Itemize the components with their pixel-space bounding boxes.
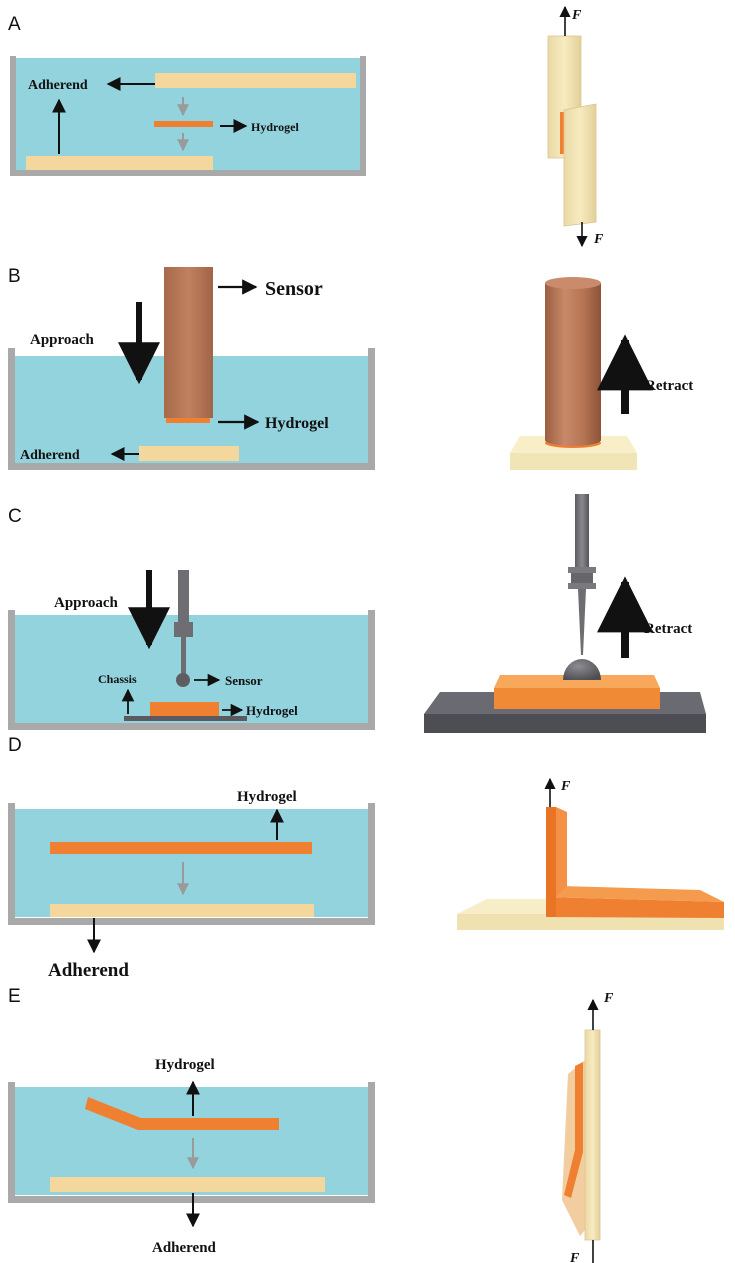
- panel-c: C Approach Chassis Sensor Hydrogel: [8, 494, 706, 733]
- probe-collar-3d-c: [571, 573, 593, 583]
- force-label-bottom-a: F: [593, 232, 604, 247]
- panel-a: A Adherend Hydrogel F F: [8, 5, 604, 248]
- adherend-label-d: Adherend: [48, 960, 129, 981]
- water-d: [14, 809, 369, 917]
- approach-label-c: Approach: [54, 595, 119, 611]
- panel-letter-d: D: [8, 735, 22, 756]
- force-label-bottom-e: F: [569, 1251, 580, 1263]
- hydrogel-bent-e: [85, 1097, 279, 1130]
- hydrogel-front-c: [494, 688, 660, 709]
- panel-e: E Hydrogel Adherend F F: [8, 986, 614, 1263]
- force-label-top-a: F: [571, 8, 582, 23]
- adherend-bottom-a: [26, 156, 213, 170]
- platform-front-c: [424, 714, 706, 733]
- probe-dome-c: [563, 659, 601, 680]
- adherend-top-a: [155, 73, 356, 88]
- hydrogel-3d-e: [564, 1062, 583, 1198]
- panel-b: B Sensor Approach Hydrogel Adherend Retr…: [8, 266, 693, 470]
- lap-shear-3d-a: F F: [547, 5, 604, 248]
- probe-ring1-c: [568, 567, 596, 573]
- hydrogel-top-c: [494, 675, 660, 688]
- hydrogel-strip-a: [154, 121, 213, 127]
- panel-letter-c: C: [8, 506, 22, 527]
- hydrogel-strip-d: [50, 842, 312, 854]
- hydrogel-label-c: Hydrogel: [246, 703, 298, 718]
- adherend-strip-3d-e: [584, 1029, 601, 1241]
- peel-3d-e: F F: [562, 991, 614, 1263]
- adherend-b: [139, 446, 239, 461]
- cylinder-body-b: [545, 283, 601, 446]
- probe-3d-c: Retract: [424, 494, 706, 733]
- probe-ball-c: [176, 673, 190, 687]
- adherend-label-b: Adherend: [20, 448, 80, 463]
- panel-letter-e: E: [8, 986, 21, 1007]
- probe-shaft-c: [178, 570, 189, 622]
- adherend-strip-d: [50, 904, 314, 917]
- probe-ring2-c: [568, 583, 596, 589]
- probe-needle-c: [578, 589, 586, 655]
- hydrogel-flat-front-d: [546, 897, 724, 918]
- cylinder-3d-b: Retract: [510, 277, 693, 470]
- hydrogel-flat-top-d: [546, 886, 724, 902]
- sensor-label-b: Sensor: [265, 278, 323, 300]
- probe-tip-c: [181, 637, 186, 677]
- hydrogel-tip-b: [166, 418, 210, 423]
- approach-label-b: Approach: [30, 332, 95, 348]
- probe-shaft-3d-c: [575, 494, 589, 567]
- adherend-label-a: Adherend: [28, 78, 88, 93]
- retract-label-c: Retract: [644, 621, 692, 637]
- hydrogel-vertical-side-d: [556, 807, 567, 897]
- hydrogel-label-b: Hydrogel: [265, 415, 329, 432]
- hydrogel-3d-a: [560, 112, 564, 154]
- force-label-top-e: F: [603, 991, 614, 1006]
- hydrogel-vertical-front-d: [546, 807, 556, 917]
- sensor-rod-b: [164, 267, 213, 418]
- peel-90-3d-d: F: [457, 777, 724, 930]
- hydrogel-block-c: [150, 702, 219, 716]
- tank-d: [8, 803, 375, 925]
- adherend-strip-e: [50, 1177, 325, 1192]
- lower-adherend-3d-a: [563, 103, 597, 227]
- cylinder-top-b: [545, 277, 601, 289]
- panel-d: D Hydrogel Adherend F: [8, 735, 724, 981]
- adherend-front-d: [457, 914, 724, 930]
- panel-letter-b: B: [8, 266, 21, 287]
- hydrogel-label-d: Hydrogel: [237, 789, 297, 805]
- chassis-plate-c: [124, 716, 247, 721]
- hydrogel-label-a: Hydrogel: [251, 120, 299, 134]
- sensor-label-c: Sensor: [225, 673, 263, 688]
- panel-letter-a: A: [8, 14, 21, 35]
- chassis-label-c: Chassis: [98, 672, 137, 686]
- force-label-d: F: [560, 779, 571, 794]
- adherend-label-e: Adherend: [152, 1240, 217, 1256]
- hydrogel-label-e: Hydrogel: [155, 1057, 215, 1073]
- base-front-b: [510, 453, 637, 470]
- probe-collar-c: [174, 622, 193, 637]
- retract-label-b: Retract: [645, 378, 693, 394]
